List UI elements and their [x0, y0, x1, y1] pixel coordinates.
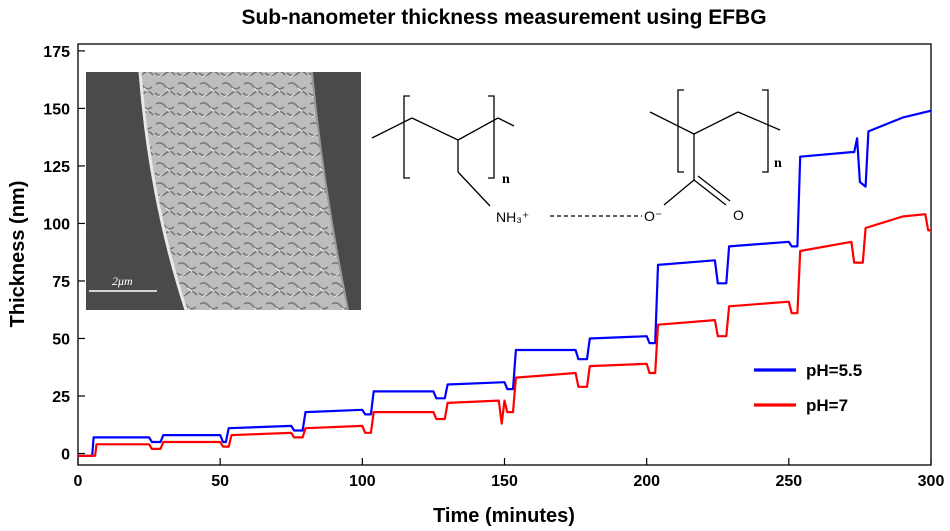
y-tick-label: 150 [43, 101, 70, 118]
y-tick-label: 0 [61, 446, 70, 463]
x-tick-label: 250 [775, 473, 802, 490]
series-line-ph7 [78, 213, 931, 457]
x-tick-label: 300 [918, 473, 945, 490]
series-lines [78, 109, 931, 457]
x-tick-label: 100 [349, 473, 376, 490]
y-tick-label: 75 [52, 274, 70, 291]
y-tick-label: 125 [43, 159, 70, 176]
y-tick-label: 25 [52, 389, 70, 406]
polymer-structure-diagram [371, 89, 781, 217]
carboxylate-oxygen-label: O⁻ [644, 208, 662, 224]
x-axis-label: Time (minutes) [433, 505, 575, 527]
y-axis-label: Thickness (nm) [7, 181, 29, 328]
x-tick-label: 50 [211, 473, 229, 490]
legend: pH=5.5 pH=7 [754, 361, 862, 415]
legend-label-ph7: pH=7 [806, 396, 848, 415]
x-axis-ticks: 0 50 100 150 200 250 300 [74, 458, 945, 490]
left-monomer-subscript-n: n [502, 172, 510, 187]
y-axis-ticks: 0 25 50 75 100 125 150 175 [43, 44, 85, 463]
y-tick-label: 100 [43, 216, 70, 233]
x-tick-label: 0 [74, 473, 83, 490]
x-tick-label: 200 [633, 473, 660, 490]
series-line-ph5-5 [78, 109, 931, 457]
amine-group-label: NH₃⁺ [496, 209, 529, 225]
legend-label-ph5-5: pH=5.5 [806, 361, 862, 380]
y-tick-label: 50 [52, 331, 70, 348]
x-tick-label: 150 [491, 473, 518, 490]
scale-bar-label: 2μm [112, 274, 133, 288]
right-monomer-subscript-n: n [774, 156, 782, 171]
y-tick-label: 175 [43, 44, 70, 61]
chart-title: Sub-nanometer thickness measurement usin… [241, 6, 766, 29]
carbonyl-oxygen-label: O [733, 207, 744, 223]
sem-micrograph-inset: 2μm [86, 72, 361, 310]
